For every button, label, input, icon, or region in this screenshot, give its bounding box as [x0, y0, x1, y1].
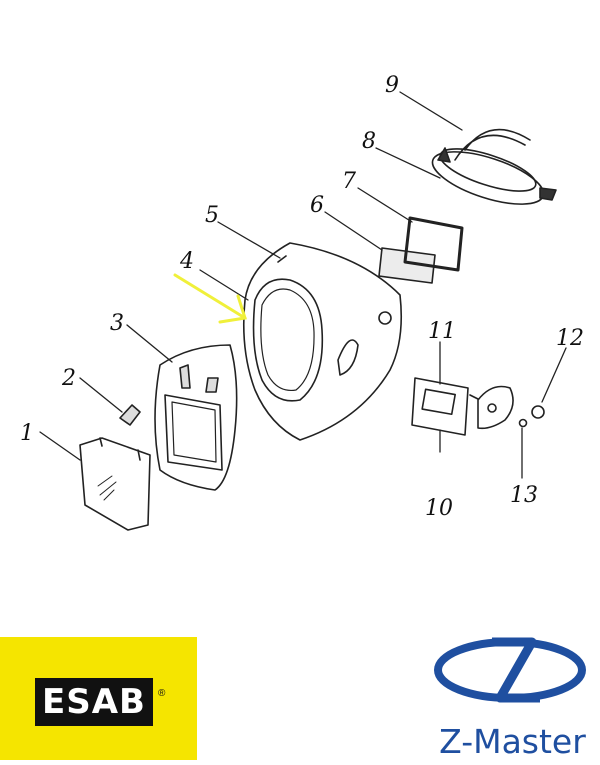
callout-4: 4: [179, 249, 194, 274]
callout-6: 6: [310, 193, 324, 218]
callout-10: 10: [425, 496, 453, 521]
zmaster-logo-mark: [434, 637, 586, 703]
part-7-gasket: [403, 216, 464, 272]
part-6-clear-plate: [378, 247, 436, 284]
callout-13: 13: [510, 483, 538, 508]
part-1-cover-lens: [79, 437, 151, 531]
callout-7: 7: [342, 169, 356, 194]
part-8-9-headgear: [431, 128, 557, 205]
part-2-clip: [119, 404, 141, 426]
callout-2: 2: [61, 366, 76, 391]
callout-labels: 1 2 3 4 5 6 7 8 9 10 11 12 13: [20, 73, 584, 521]
callout-3: 3: [110, 311, 124, 336]
callout-11: 11: [428, 319, 456, 344]
highlight-arrow: [173, 273, 247, 324]
part-3-lens-holder: [154, 344, 238, 491]
leader-lines: [39, 91, 567, 479]
esab-logo-text: ESAB: [35, 678, 153, 726]
esab-registered-mark: ®: [158, 688, 166, 699]
part-5-helmet-shell: [242, 242, 403, 441]
callout-8: 8: [362, 129, 376, 154]
callout-5: 5: [205, 203, 219, 228]
callout-1: 1: [20, 421, 34, 446]
part-12-13-knob: [477, 385, 545, 430]
zmaster-logo-text: Z-Master: [439, 722, 586, 761]
callout-9: 9: [385, 73, 399, 98]
callout-12: 12: [556, 326, 584, 351]
